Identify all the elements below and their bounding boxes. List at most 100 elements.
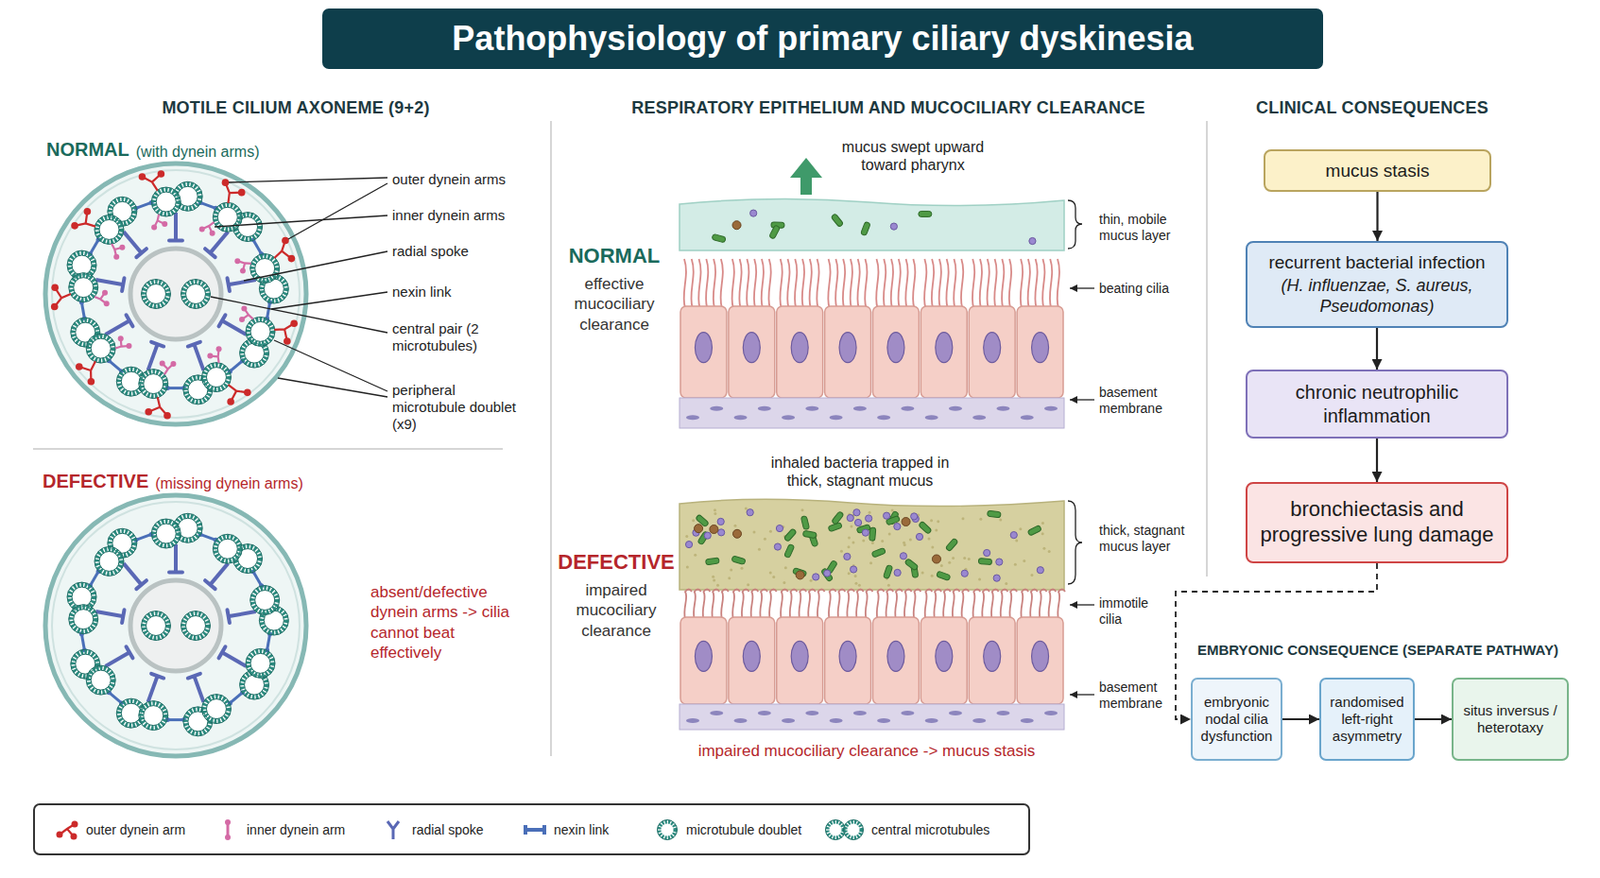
inner-dynein-arm-tip — [234, 258, 241, 264]
membrane-fibre — [948, 710, 963, 716]
membrane-fibre — [781, 718, 795, 723]
label-text: NORMAL — [568, 243, 661, 269]
leader-arrow — [1069, 398, 1095, 400]
mucus-speckle — [686, 566, 689, 569]
nexin-link — [229, 361, 242, 372]
microtubule-edge — [206, 367, 226, 388]
cell-nucleus — [839, 640, 857, 671]
nexin-link — [267, 302, 271, 319]
mucus-speckle — [951, 556, 955, 560]
inner-dynein-arm-tip — [159, 361, 166, 367]
microtubule — [248, 651, 274, 676]
microtubule-edge — [188, 711, 208, 732]
bacterium-rod — [705, 557, 720, 566]
cell-nucleus — [791, 640, 809, 671]
connector-arrow — [1376, 191, 1378, 241]
legend-sample — [824, 817, 866, 843]
beating-cilium — [883, 258, 886, 309]
mucus-speckle — [809, 579, 813, 583]
label-text: NORMAL — [46, 138, 130, 161]
microtubule — [215, 536, 241, 562]
beating-cilium — [864, 258, 867, 309]
immotile-cilium — [885, 589, 894, 620]
outer-dynein-arm-tip — [222, 178, 230, 187]
epithelium-group — [679, 198, 1066, 730]
debris — [709, 524, 719, 534]
beating-cilium — [746, 258, 749, 309]
mucus-speckle — [947, 561, 951, 565]
outer-dynein-arm-tip — [144, 408, 153, 416]
bacterium-rod — [918, 520, 932, 534]
sample-tubule — [659, 821, 676, 838]
microtubule-edge — [151, 187, 181, 217]
microtubule-edge — [112, 201, 133, 222]
label-text: (missing dynein arms) — [154, 475, 303, 493]
nexin-link — [108, 692, 121, 704]
bacterium-rod — [711, 233, 726, 243]
process-box: embryonic nodal cilia dysfunction — [1190, 677, 1283, 761]
nexin-link — [167, 386, 184, 390]
label-text: mucus swept upward toward pharynx — [823, 137, 1003, 174]
leader-line — [243, 251, 388, 281]
bacterium-rod — [783, 528, 797, 542]
immotile-cilium — [1039, 589, 1048, 620]
mucus-speckle — [711, 575, 715, 579]
immotile-cilium — [913, 589, 922, 620]
immotile-cilium — [846, 589, 855, 620]
mucus-speckle — [840, 550, 844, 553]
immotile-cilium — [865, 589, 874, 620]
microtubule-edge — [181, 611, 211, 641]
bacterium-rod — [731, 555, 746, 566]
title-text: Pathophysiology of primary ciliary dyski… — [451, 18, 1193, 59]
outer-dynein-arm-tip — [226, 397, 235, 406]
bacterium-coccus — [983, 549, 991, 556]
beating-cilium — [761, 258, 764, 309]
beating-cilium — [938, 258, 941, 309]
legend-item: outer dynein arm — [53, 805, 186, 854]
bacterium-rod — [918, 210, 932, 217]
mucus-speckle — [888, 533, 892, 536]
microtubule — [183, 281, 208, 307]
mucus-speckle — [691, 518, 695, 522]
inner-dynein-arm-tip — [118, 335, 124, 342]
label-text: basement membrane — [1099, 384, 1194, 417]
bacterium-coccus — [894, 568, 901, 576]
microtubule — [88, 668, 114, 693]
microtubule-edge — [238, 549, 259, 569]
legend-text: radial spoke — [412, 822, 484, 838]
spoke-head — [188, 342, 201, 347]
beating-cilium — [986, 258, 989, 309]
spoke-head — [126, 646, 134, 658]
bacterium-coccus — [865, 515, 873, 522]
immotile-cilium — [943, 589, 951, 620]
spoke-head — [126, 314, 134, 327]
spoke-head — [205, 580, 216, 589]
mucus-speckle — [727, 576, 731, 580]
mucus-speckle — [869, 561, 873, 565]
epithelial-cell — [776, 306, 824, 398]
microtubule-edge — [238, 217, 259, 238]
sample-cap — [542, 825, 547, 835]
bacterium-coccus — [1029, 237, 1036, 244]
cell-nucleus — [983, 640, 1001, 671]
microtubule-edge — [181, 279, 211, 310]
label-text: (with dynein arms) — [136, 143, 260, 161]
sample-stroke — [387, 821, 399, 840]
inner-dynein-arm-tip — [125, 343, 132, 349]
cell-nucleus — [983, 332, 1001, 363]
membrane-fibre — [877, 414, 891, 420]
process-box: bronchiectasis and progressive lung dama… — [1245, 481, 1509, 564]
immotile-cilium — [991, 589, 999, 620]
bacterium-coccus — [993, 574, 1000, 582]
label-text: thick, stagnant mucus layer — [1099, 522, 1194, 555]
mucus-speckle — [712, 578, 716, 582]
membrane-fibre — [1044, 406, 1058, 412]
leader-line — [214, 215, 388, 227]
microtubule-edge — [206, 699, 226, 720]
microtubule — [183, 613, 208, 638]
microtubule-edge — [138, 701, 169, 731]
membrane-fibre — [972, 414, 986, 420]
radial-spoke — [227, 279, 257, 285]
immotile-cilium — [732, 589, 740, 620]
legend-sample — [521, 817, 549, 843]
